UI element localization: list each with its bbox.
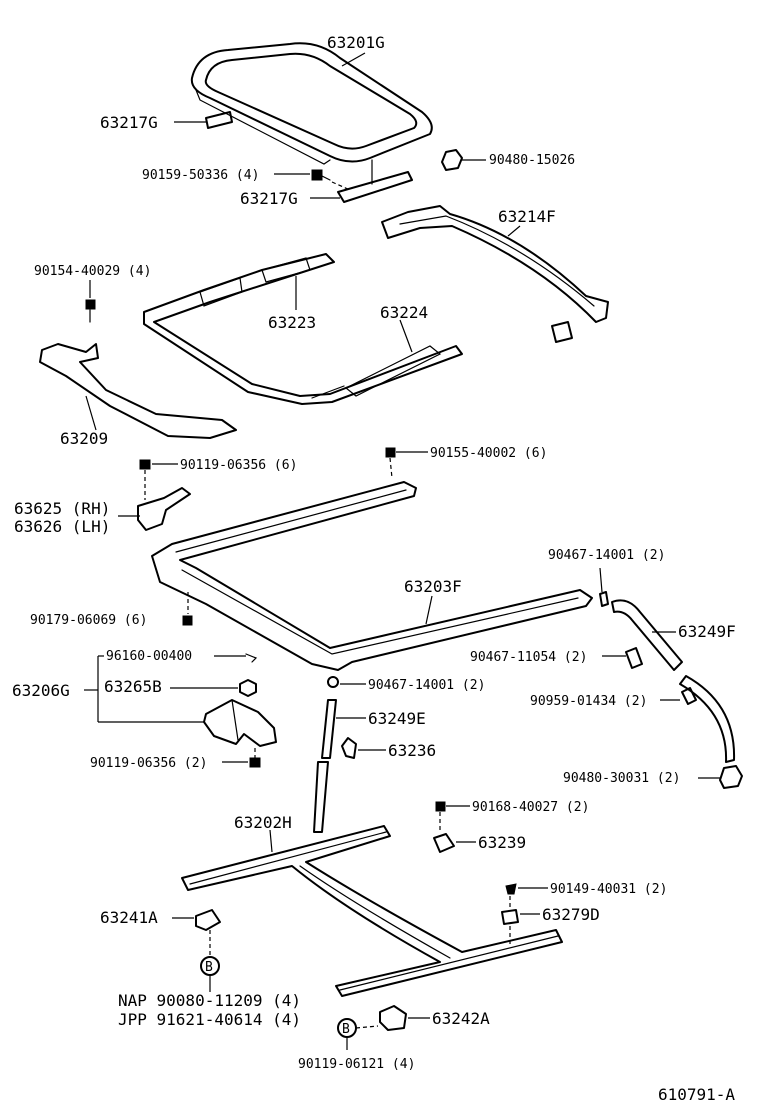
gear-63265B <box>239 679 257 697</box>
housing-frame-63203F <box>151 481 593 671</box>
svg-text:B: B <box>342 1022 350 1037</box>
grommet-90480-30031 <box>719 765 743 789</box>
label-96160-00400: 96160-00400 <box>106 649 192 664</box>
label-63217G-upper: 63217G <box>100 113 158 132</box>
label-63224: 63224 <box>380 303 428 322</box>
label-63202H: 63202H <box>234 813 292 832</box>
svg-text:B: B <box>205 960 213 975</box>
label-90467-11054: 90467-11054 (2) <box>470 650 587 665</box>
label-90959-01434: 90959-01434 (2) <box>530 694 647 709</box>
label-63214F: 63214F <box>498 207 556 226</box>
label-63206G: 63206G <box>12 681 70 700</box>
label-jpp: JPP 91621-40614 (4) <box>118 1010 301 1029</box>
screw-90159-50336 <box>311 169 331 181</box>
label-63625-rh: 63625 (RH) <box>14 499 110 518</box>
label-90155-40002: 90155-40002 (6) <box>430 446 547 461</box>
label-63279D: 63279D <box>542 905 600 924</box>
screw-90119-06356-lower <box>249 748 261 768</box>
label-63209: 63209 <box>60 429 108 448</box>
clip-90467-14001-lower <box>327 676 339 688</box>
figure-id: 610791-A <box>658 1085 735 1104</box>
label-90159-50336: 90159-50336 (4) <box>142 168 259 183</box>
label-63249F: 63249F <box>678 622 736 641</box>
rail-frame-63202H <box>181 825 563 997</box>
label-nap: NAP 90080-11209 (4) <box>118 991 301 1010</box>
sunroof-glass-panel <box>190 42 433 165</box>
label-90179-06069: 90179-06069 (6) <box>30 613 147 628</box>
bracket-63241A <box>195 909 221 956</box>
block-63279D <box>501 909 519 944</box>
screw-90149-40031 <box>505 883 517 908</box>
bracket-63217G-lower <box>337 159 413 203</box>
label-90154-40029: 90154-40029 (4) <box>34 264 151 279</box>
bracket-63625-63626 <box>137 487 191 531</box>
wind-deflector-63214F <box>381 205 609 343</box>
label-63236: 63236 <box>388 741 436 760</box>
label-90168-40027: 90168-40027 (2) <box>472 800 589 815</box>
pin-96160-00400 <box>245 653 258 663</box>
label-90149-40031: 90149-40031 (2) <box>550 882 667 897</box>
clip-63236 <box>341 737 357 759</box>
clip-90467-11054 <box>625 647 643 669</box>
label-63249E: 63249E <box>368 709 426 728</box>
screw-90168-40027 <box>435 801 446 832</box>
label-63242A: 63242A <box>432 1009 490 1028</box>
sunroof-motor <box>203 699 277 747</box>
drain-hose-63249F-lower <box>679 675 736 763</box>
grommet-90480-15026 <box>441 149 463 171</box>
label-63203F: 63203F <box>404 577 462 596</box>
label-90480-30031: 90480-30031 (2) <box>563 771 680 786</box>
label-90467-14001-lower: 90467-14001 (2) <box>368 678 485 693</box>
label-63201G: 63201G <box>327 33 385 52</box>
clip-90467-14001-upper <box>599 591 609 607</box>
bracket-63217G-upper <box>205 111 233 129</box>
nut-90179-06069 <box>182 592 193 626</box>
label-63239: 63239 <box>478 833 526 852</box>
drive-cable-frame <box>143 253 463 405</box>
drain-hose-63249E <box>313 699 337 833</box>
screw-90155-40002 <box>385 447 396 479</box>
label-63241A: 63241A <box>100 908 158 927</box>
label-90467-14001-upper: 90467-14001 (2) <box>548 548 665 563</box>
label-63626-lh: 63626 (LH) <box>14 517 110 536</box>
label-90119-06356-lower: 90119-06356 (2) <box>90 756 207 771</box>
label-63223: 63223 <box>268 313 316 332</box>
marker-b-lower: B <box>337 1018 357 1038</box>
marker-b-upper: B <box>200 956 220 976</box>
screw-90154-40029 <box>85 299 96 323</box>
label-90119-06121: 90119-06121 (4) <box>298 1057 415 1072</box>
bracket-63242A <box>379 1005 407 1031</box>
drain-hose-63249F <box>611 599 683 671</box>
screw-90119-06356-upper <box>139 459 151 500</box>
label-90480-15026: 90480-15026 <box>489 153 575 168</box>
trim-63209 <box>39 343 237 439</box>
label-63265B: 63265B <box>104 677 162 696</box>
label-90119-06356-upper: 90119-06356 (6) <box>180 458 297 473</box>
label-63217G-lower: 63217G <box>240 189 298 208</box>
slider-63239 <box>433 833 455 853</box>
